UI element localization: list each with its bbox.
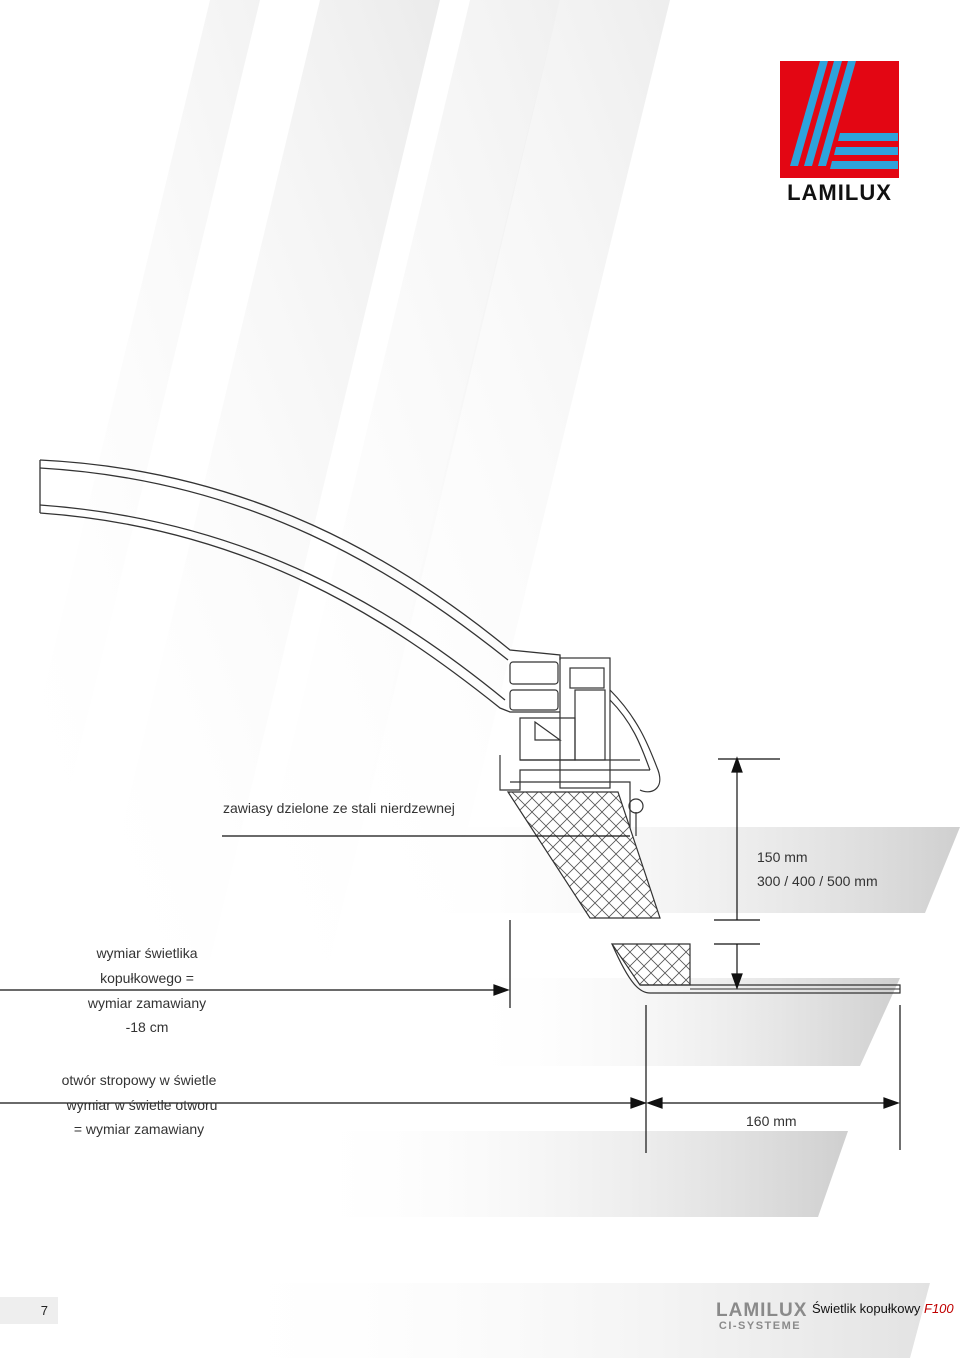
footer-model: F100 xyxy=(924,1301,954,1316)
footer-brand-sub: CI-SYSTEME xyxy=(718,1320,802,1332)
ceiling-opening-line-2: wymiar w świetle otworu xyxy=(66,1097,218,1113)
skylight-size-line-1: wymiar świetlika xyxy=(96,945,198,961)
footer-brand-main: LAMILUX xyxy=(716,1300,808,1321)
lamilux-logo xyxy=(780,61,899,206)
skylight-size-line-3: wymiar zamawiany xyxy=(87,995,207,1011)
logo-wordmark: LAMILUX xyxy=(787,180,892,205)
height-label-150: 150 mm xyxy=(757,849,808,865)
dimension-lines xyxy=(0,756,901,1153)
page-number: 7 xyxy=(0,1297,58,1324)
hinges-label: zawiasy dzielone ze stali nierdzewnej xyxy=(223,800,455,816)
skylight-size-line-2: kopułkowego = xyxy=(100,970,194,986)
ceiling-opening-line-1: otwór stropowy w świetle xyxy=(61,1072,217,1088)
skylight-size-line-4: -18 cm xyxy=(125,1019,169,1035)
frame-profile xyxy=(499,657,661,836)
dome-profile xyxy=(39,459,561,713)
footer-brand: LAMILUX CI-SYSTEME xyxy=(716,1300,808,1332)
height-label-options: 300 / 400 / 500 mm xyxy=(757,873,878,889)
width-label: 160 mm xyxy=(746,1113,797,1129)
ceiling-opening-line-3: = wymiar zamawiany xyxy=(73,1121,205,1137)
upcurb-insulation xyxy=(506,791,901,994)
footer-title-text: Świetlik kopułkowy xyxy=(812,1301,924,1316)
footer-title: Świetlik kopułkowy F100 xyxy=(812,1301,954,1316)
decorative-stripes xyxy=(10,0,670,960)
grey-bands xyxy=(200,827,960,1358)
